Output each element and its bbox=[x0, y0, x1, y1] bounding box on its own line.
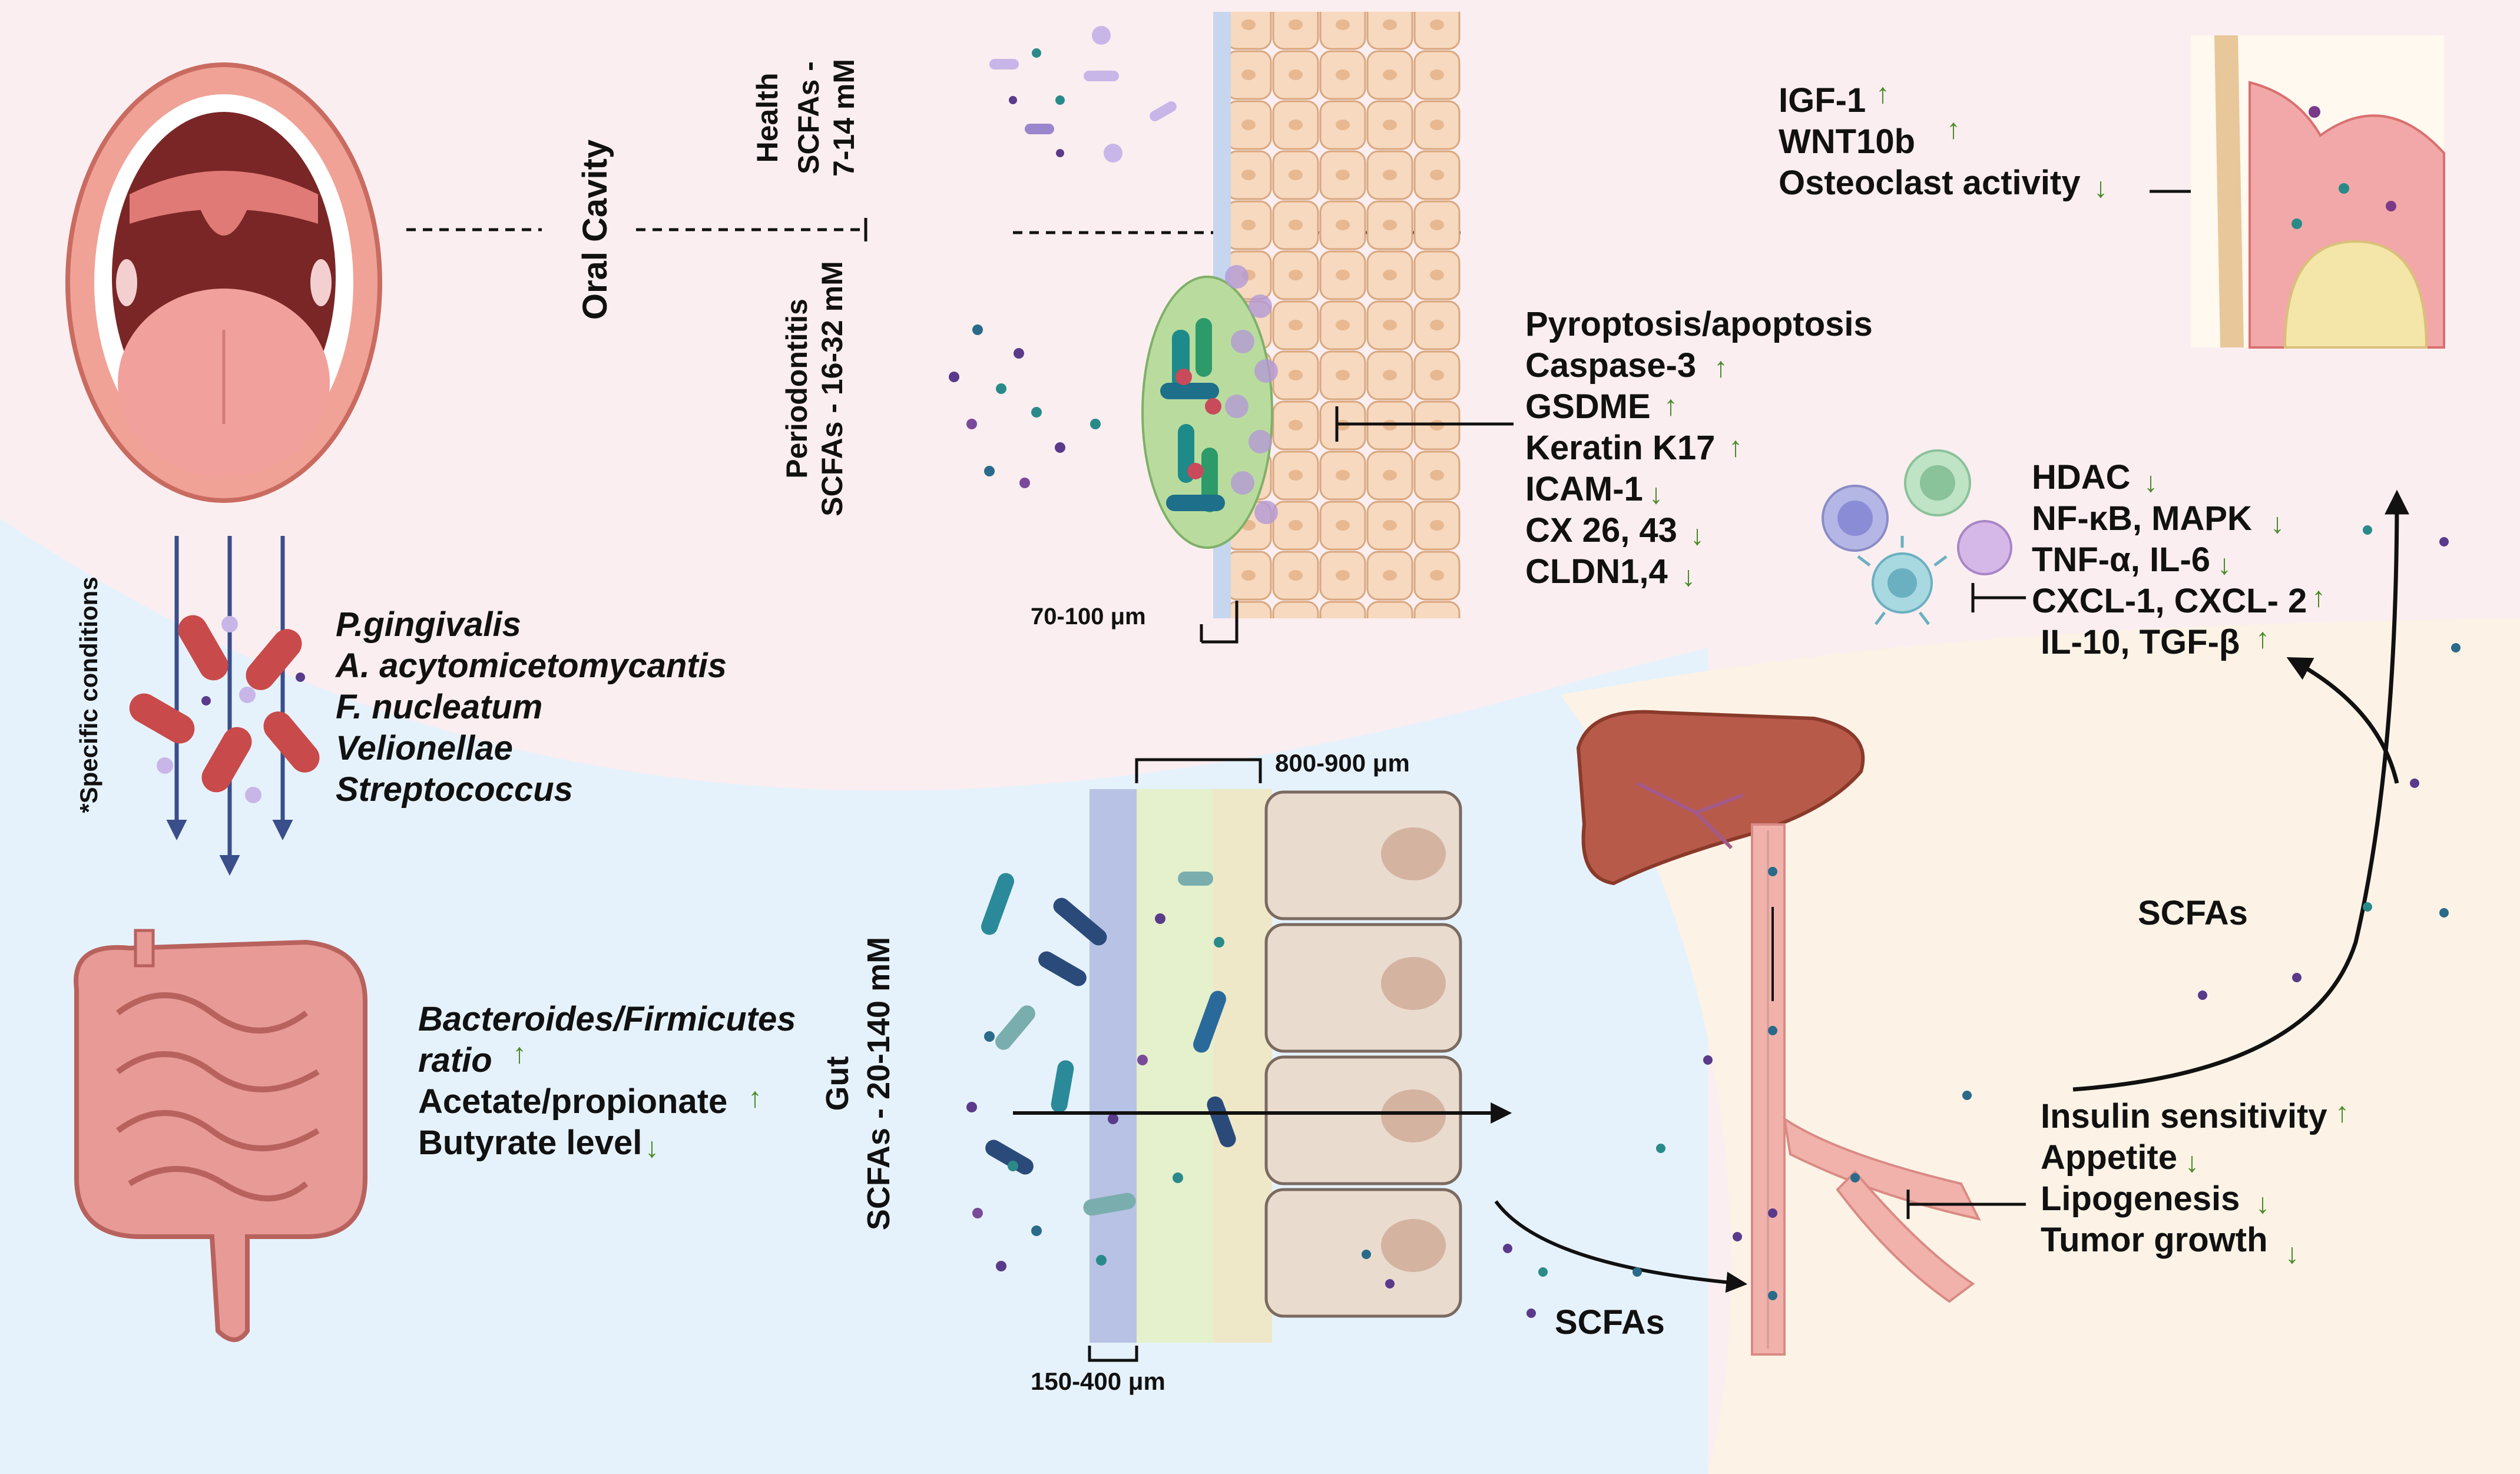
effect-keratin-k17: Keratin K17 bbox=[1525, 429, 1715, 467]
oral-cavity-title: Oral Cavity bbox=[576, 140, 614, 320]
effect-cldn: CLDN1,4 bbox=[1525, 552, 1668, 591]
periodontitis-scfa-label: SCFAs - 16-32 mM bbox=[816, 261, 849, 516]
arrow-up-icon: ↑ bbox=[512, 1038, 526, 1069]
gut-scfa-label: SCFAs - 20-140 mM bbox=[861, 937, 896, 1230]
effect-lipogenesis: Lipogenesis bbox=[2041, 1180, 2240, 1218]
bacterium-velionellae: Velionellae bbox=[336, 729, 513, 767]
epithelium-effects: Pyroptosis/apoptosis Caspase-3 ↑ GSDME ↑… bbox=[1335, 305, 1873, 592]
effect-hdac: HDAC bbox=[2032, 458, 2131, 496]
arrow-down-icon: ↓ bbox=[1690, 520, 1704, 551]
mucosa-thickness-label: 70-100 μm bbox=[1031, 604, 1146, 630]
effect-igf1: IGF-1 bbox=[1779, 81, 1866, 120]
effect-appetite: Appetite bbox=[2041, 1138, 2177, 1177]
arrow-up-icon: ↑ bbox=[2312, 582, 2326, 613]
gut-scfa-dots bbox=[966, 913, 1224, 1271]
metabolic-effects: Insulin sensitivity ↑ Appetite ↓ Lipogen… bbox=[1906, 1097, 2349, 1270]
effect-pyroptosis: Pyroptosis/apoptosis bbox=[1525, 305, 1873, 343]
mucus-thickness-label: 800-900 μm bbox=[1275, 749, 1410, 777]
arrow-up-icon: ↑ bbox=[2335, 1097, 2349, 1128]
arrow-down-icon: ↓ bbox=[2217, 549, 2231, 581]
systemic-scfa-flow: SCFAs bbox=[1962, 489, 2461, 1100]
health-scfa-concentration: 7-14 mM bbox=[827, 59, 860, 177]
ratio-line2: ratio bbox=[418, 1041, 492, 1079]
blood-vessel bbox=[1656, 823, 1981, 1356]
mouth-illustration bbox=[65, 62, 382, 503]
specific-conditions-label: *Specific conditions bbox=[75, 577, 102, 813]
arrow-down-icon: ↓ bbox=[645, 1132, 659, 1164]
arrow-down-icon: ↓ bbox=[2094, 173, 2108, 204]
bacteria-translocation: *Specific conditions bbox=[75, 536, 320, 876]
purple-bacteria-cluster bbox=[1225, 265, 1278, 524]
effect-gsdme: GSDME bbox=[1525, 387, 1651, 426]
arrow-down-icon: ↓ bbox=[2270, 508, 2284, 539]
arrow-down-icon: ↓ bbox=[2256, 1188, 2270, 1220]
butyrate-level: Butyrate level bbox=[418, 1124, 642, 1162]
effect-icam1: ICAM-1 bbox=[1525, 470, 1643, 508]
gut-to-blood-flow: SCFAs bbox=[1362, 1200, 1748, 1341]
gut-epithelium: 800-900 μm 150-400 μm bbox=[966, 749, 1512, 1395]
bacterium-a-acytomicetomycantis: A. acytomicetomycantis bbox=[335, 647, 727, 685]
arrow-down-icon: ↓ bbox=[2185, 1147, 2199, 1178]
acetate-propionate: Acetate/propionate bbox=[418, 1082, 727, 1121]
gut-ratios: Bacteroides/Firmicutes ratio ↑ Acetate/p… bbox=[418, 1000, 796, 1164]
health-microbes bbox=[989, 26, 1177, 163]
gut-scfa-flow-label: SCFAs bbox=[1555, 1303, 1665, 1341]
inner-thickness-label: 150-400 μm bbox=[1031, 1367, 1165, 1395]
effect-cx: CX 26, 43 bbox=[1525, 511, 1677, 549]
gut-bacteria bbox=[981, 872, 1236, 1216]
biofilm bbox=[1141, 276, 1273, 549]
intestine-illustration bbox=[74, 929, 367, 1342]
arrow-up-icon: ↑ bbox=[1946, 114, 1961, 145]
arrow-down-icon: ↓ bbox=[1649, 479, 1663, 510]
bacterium-p-gingivalis: P.gingivalis bbox=[336, 605, 521, 644]
bacterium-streptococcus: Streptococcus bbox=[336, 770, 573, 809]
arrow-down-icon: ↓ bbox=[2285, 1238, 2299, 1270]
health-label: Health bbox=[751, 73, 784, 163]
effect-osteoclast: Osteoclast activity bbox=[1779, 164, 2081, 202]
arrow-down-icon: ↓ bbox=[2144, 467, 2158, 498]
arrow-down-icon: ↓ bbox=[1681, 561, 1696, 592]
gut-label: Gut bbox=[820, 1056, 855, 1111]
systemic-scfa-label: SCFAs bbox=[2138, 894, 2248, 932]
systemic-region bbox=[1561, 618, 2520, 1474]
ratio-line1: Bacteroides/Firmicutes bbox=[418, 1000, 796, 1038]
effect-il10: IL-10, TGF-β bbox=[2041, 623, 2240, 661]
effect-tumor-growth: Tumor growth bbox=[2041, 1221, 2268, 1259]
effect-insulin: Insulin sensitivity bbox=[2041, 1097, 2327, 1135]
oral-epithelium: 70-100 μm bbox=[1031, 12, 1461, 644]
bone-effects: IGF-1 ↑ WNT10b ↑ Osteoclast activity ↓ bbox=[1779, 35, 2445, 349]
immune-cells bbox=[1822, 449, 2012, 625]
health-scfa-label: SCFAs - bbox=[792, 61, 825, 174]
arrow-up-icon: ↑ bbox=[2256, 623, 2270, 654]
tooth-gum-illustration bbox=[2191, 35, 2445, 349]
effect-tnf: TNF-α, IL-6 bbox=[2032, 541, 2210, 579]
arrow-up-icon: ↑ bbox=[1664, 390, 1678, 422]
immune-effects: HDAC ↓ NF-κB, MAPK ↓ TNF-α, IL-6 ↓ CXCL-… bbox=[1971, 458, 2326, 661]
periodontitis-label: Periodontitis bbox=[780, 299, 813, 479]
bacterium-f-nucleatum: F. nucleatum bbox=[336, 688, 542, 726]
arrow-up-icon: ↑ bbox=[748, 1082, 762, 1114]
effect-cxcl: CXCL-1, CXCL- 2 bbox=[2032, 582, 2307, 620]
arrow-up-icon: ↑ bbox=[1728, 432, 1743, 463]
effect-caspase3: Caspase-3 bbox=[1525, 346, 1696, 385]
effect-nfkb: NF-κB, MAPK bbox=[2032, 499, 2252, 538]
effect-wnt10b: WNT10b bbox=[1779, 122, 1915, 161]
arrow-up-icon: ↑ bbox=[1714, 352, 1728, 383]
oral-header: Oral Cavity Health SCFAs - 7-14 mM Perio… bbox=[406, 59, 1461, 516]
arrow-up-icon: ↑ bbox=[1876, 78, 1890, 110]
gut-header: Gut SCFAs - 20-140 mM bbox=[820, 937, 896, 1230]
periodontitis-scfa-dots bbox=[949, 324, 1101, 488]
bacteria-list: P.gingivalis A. acytomicetomycantis F. n… bbox=[335, 605, 727, 809]
liver-illustration bbox=[1576, 710, 1865, 886]
